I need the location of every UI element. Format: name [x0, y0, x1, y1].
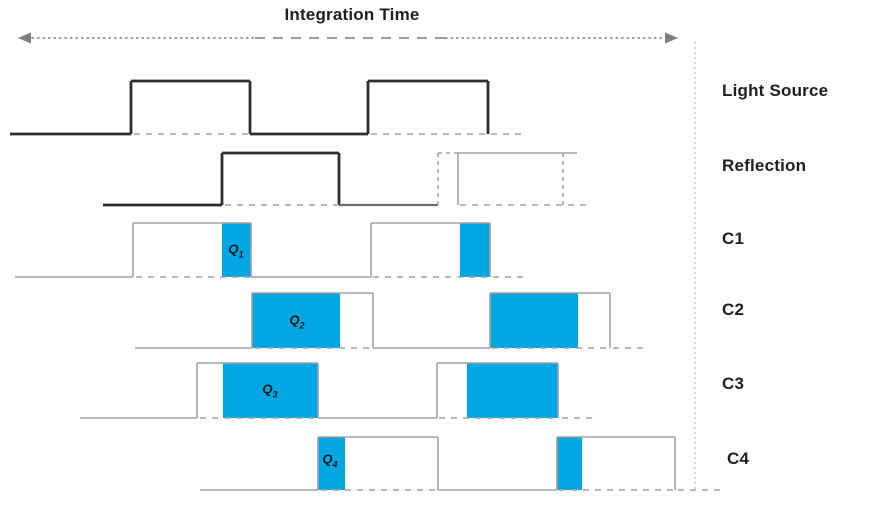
q1-subscript: 1 — [238, 249, 244, 260]
signal-label-reflection: Reflection — [722, 156, 807, 175]
charge-label-q4: Q4 — [322, 453, 337, 470]
q1-charge-region-2 — [460, 223, 490, 277]
charge-label-q2: Q2 — [289, 314, 304, 331]
signal-label-light-source: Light Source — [722, 81, 829, 100]
arrowhead-left — [18, 32, 31, 44]
q2-charge-region — [252, 293, 340, 348]
q3-subscript: 3 — [272, 389, 278, 400]
q3-charge-region-2 — [467, 363, 558, 418]
integration-time-label: Integration Time — [284, 5, 420, 24]
q1-symbol: Q — [228, 241, 239, 257]
signal-label-c3: C3 — [722, 374, 745, 393]
signal-label-c1: C1 — [722, 229, 745, 248]
q1-charge-region — [222, 223, 251, 277]
charge-label-q3: Q3 — [262, 383, 277, 400]
signal-label-c4: C4 — [727, 449, 750, 468]
signal-label-c2: C2 — [722, 300, 745, 319]
charge-label-q1: Q1 — [228, 243, 243, 260]
q4-subscript: 4 — [332, 459, 338, 470]
q2-subscript: 2 — [299, 320, 305, 331]
q3-charge-region — [223, 363, 318, 418]
q2-symbol: Q — [289, 312, 300, 328]
q4-symbol: Q — [322, 451, 333, 467]
q4-charge-region — [318, 437, 345, 490]
q2-charge-region-2 — [490, 293, 578, 348]
arrowhead-right — [665, 32, 678, 44]
q4-charge-region-2 — [557, 437, 582, 490]
q3-symbol: Q — [262, 381, 273, 397]
